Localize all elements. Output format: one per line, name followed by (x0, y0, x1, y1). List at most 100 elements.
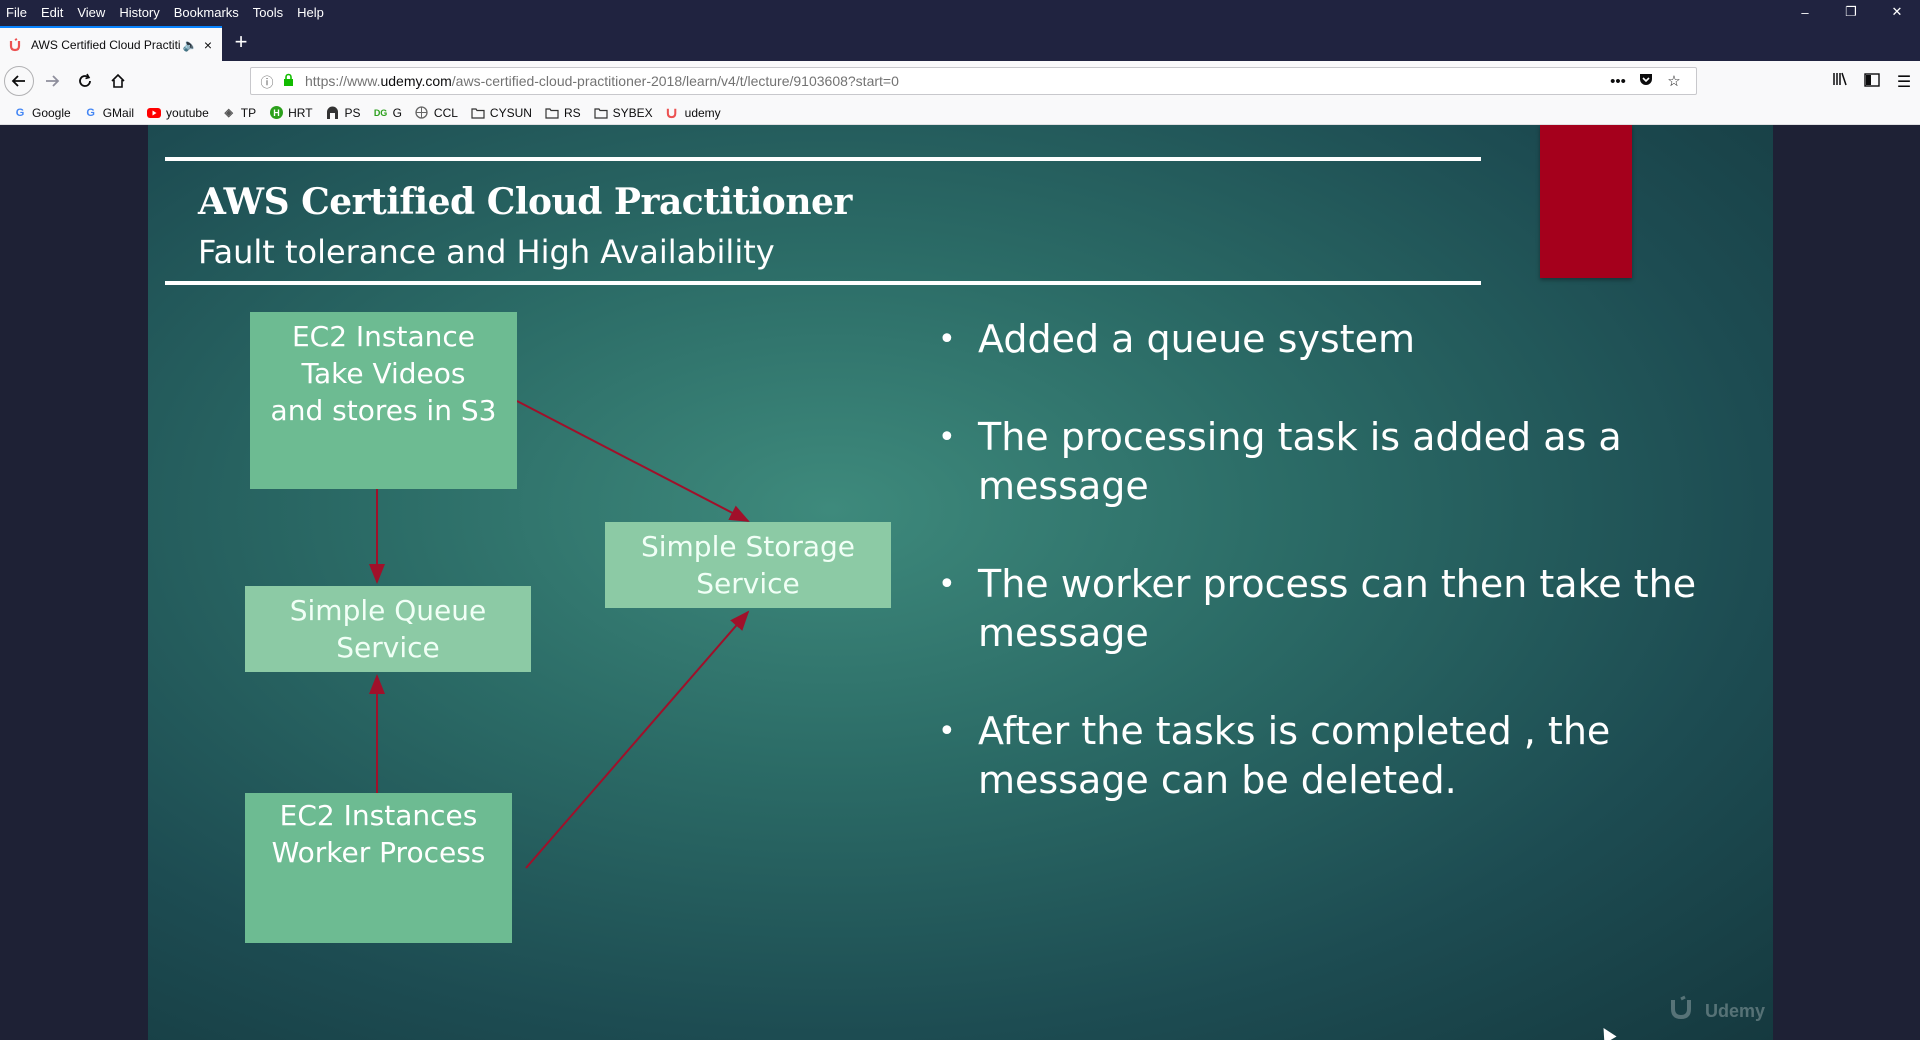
arrow-right-icon (46, 75, 60, 87)
hamburger-menu-icon[interactable]: ☰ (1896, 71, 1912, 91)
box-line: Take Videos (301, 357, 466, 390)
bookmark-cysun[interactable]: CYSUN (471, 106, 532, 120)
bookmarks-bar: G Google G GMail youtube ◈ TP H HRT PS DG G C… (0, 101, 1920, 125)
tab-udemy-lecture[interactable]: AWS Certified Cloud Practiti 🔈 × (0, 26, 222, 61)
bookmark-ccl[interactable]: CCL (415, 106, 458, 120)
menu-view[interactable]: View (77, 4, 106, 20)
bullet-item: The processing task is added as a messag… (938, 413, 1738, 511)
folder-icon (594, 106, 608, 120)
lock-icon[interactable] (279, 73, 297, 89)
bookmark-label: CYSUN (489, 105, 532, 120)
bullet-item: The worker process can then take the mes… (938, 560, 1738, 658)
menu-bookmarks[interactable]: Bookmarks (173, 4, 239, 20)
folder-icon (545, 106, 559, 120)
address-bar[interactable]: ⓘ https://www.udemy.com/aws-certified-cl… (250, 67, 1697, 95)
bookmark-label: youtube (166, 105, 209, 120)
slide-accent-block (1540, 125, 1632, 278)
more-actions-icon[interactable]: ••• (1610, 72, 1626, 90)
bullet-item: Added a queue system (938, 315, 1738, 364)
bookmark-label: TP (240, 105, 257, 120)
minimize-button[interactable]: – (1801, 4, 1809, 20)
google-icon: G (15, 106, 25, 119)
menu-file[interactable]: File (6, 4, 27, 20)
slide-subtitle: Fault tolerance and High Availability (198, 233, 775, 271)
box-ec2-worker-process: EC2 Instances Worker Process (245, 793, 512, 943)
slide-bullet-list: Added a queue system The processing task… (938, 315, 1738, 854)
reload-button[interactable] (70, 66, 100, 96)
close-tab-icon[interactable]: × (203, 36, 213, 53)
folder-icon (471, 106, 485, 120)
bookmark-tp[interactable]: ◈ TP (222, 105, 257, 120)
bookmark-label: RS (563, 105, 581, 120)
udemy-icon (666, 106, 680, 120)
bookmark-hrt[interactable]: H HRT (269, 105, 313, 120)
bullet-item: After the tasks is completed , the messa… (938, 707, 1738, 805)
window-controls: – ❐ ✕ (1782, 0, 1920, 24)
home-button[interactable] (103, 66, 133, 96)
home-icon (111, 73, 125, 88)
arrow-ec2-to-s3 (516, 400, 750, 522)
arrow-worker-to-s3 (525, 610, 750, 869)
box-simple-queue-service: Simple Queue Service (245, 586, 531, 672)
video-player[interactable]: AWS Certified Cloud Practitioner Fault t… (0, 125, 1920, 1040)
g-icon: DG (373, 107, 388, 118)
bookmark-youtube[interactable]: youtube (147, 106, 209, 120)
box-ec2-instance: EC2 Instance Take Videos and stores in S… (250, 312, 517, 489)
url-path: /aws-certified-cloud-practitioner-2018/l… (451, 73, 899, 89)
menu-tools[interactable]: Tools (252, 4, 284, 20)
tab-title: AWS Certified Cloud Practiti (31, 37, 181, 52)
info-icon[interactable]: ⓘ (260, 74, 274, 90)
back-button[interactable] (4, 66, 34, 96)
udemy-icon (9, 37, 25, 53)
box-line: Service (696, 567, 800, 600)
box-line: Simple Storage (640, 530, 856, 563)
hrt-icon: H (269, 106, 283, 120)
menu-help[interactable]: Help (297, 4, 324, 20)
bookmark-label: SYBEX (612, 105, 653, 120)
box-line: Worker Process (271, 836, 486, 869)
bookmark-label: udemy (684, 105, 721, 120)
bookmark-rs[interactable]: RS (545, 106, 581, 120)
url-text: https://www.udemy.com/aws-certified-clou… (305, 73, 899, 89)
diamond-icon: ◈ (224, 107, 233, 119)
url-actions: ••• ☆ (1604, 68, 1688, 94)
box-line: EC2 Instances (279, 799, 478, 832)
close-window-button[interactable]: ✕ (1891, 4, 1903, 19)
bookmark-gmail[interactable]: G GMail (84, 106, 134, 120)
url-domain: udemy.com (380, 73, 452, 89)
slide-title: AWS Certified Cloud Practitioner (198, 181, 852, 223)
forward-button[interactable] (37, 66, 67, 96)
restore-button[interactable]: ❐ (1845, 4, 1857, 19)
box-line: EC2 Instance (291, 320, 476, 353)
menu-history[interactable]: History (119, 4, 160, 20)
udemy-icon (1669, 995, 1699, 1028)
menu-edit[interactable]: Edit (40, 4, 64, 20)
arrow-left-icon (11, 75, 25, 87)
new-tab-button[interactable]: + (234, 29, 248, 54)
sidebar-icon[interactable] (1856, 72, 1888, 91)
globe-icon (415, 106, 429, 120)
bookmark-google[interactable]: G Google (13, 106, 71, 120)
bookmark-label: CCL (433, 105, 458, 120)
bookmark-udemy[interactable]: udemy (666, 106, 721, 120)
ps-icon (326, 106, 340, 120)
speaker-icon[interactable]: 🔈 (182, 37, 198, 52)
bookmark-label: G (392, 105, 402, 120)
bookmark-ps[interactable]: PS (326, 106, 361, 120)
lecture-slide: AWS Certified Cloud Practitioner Fault t… (148, 125, 1773, 1040)
slide-rule-top (165, 157, 1481, 161)
library-icon[interactable] (1824, 71, 1856, 91)
menu-bar: File Edit View History Bookmarks Tools H… (0, 0, 1920, 24)
udemy-watermark: Udemy (1669, 995, 1765, 1028)
navigation-bar: ⓘ https://www.udemy.com/aws-certified-cl… (0, 61, 1920, 101)
google-icon: G (86, 106, 95, 119)
pocket-icon[interactable] (1632, 72, 1660, 90)
bookmark-label: HRT (288, 105, 313, 120)
bookmark-label: Google (32, 105, 71, 120)
bookmark-sybex[interactable]: SYBEX (594, 106, 653, 120)
toolbar-right: ☰ (1824, 61, 1920, 101)
bookmark-label: GMail (102, 105, 135, 120)
bookmark-g[interactable]: DG G (374, 106, 402, 120)
bookmark-star-icon[interactable]: ☆ (1667, 73, 1681, 90)
bookmark-label: PS (344, 105, 361, 120)
